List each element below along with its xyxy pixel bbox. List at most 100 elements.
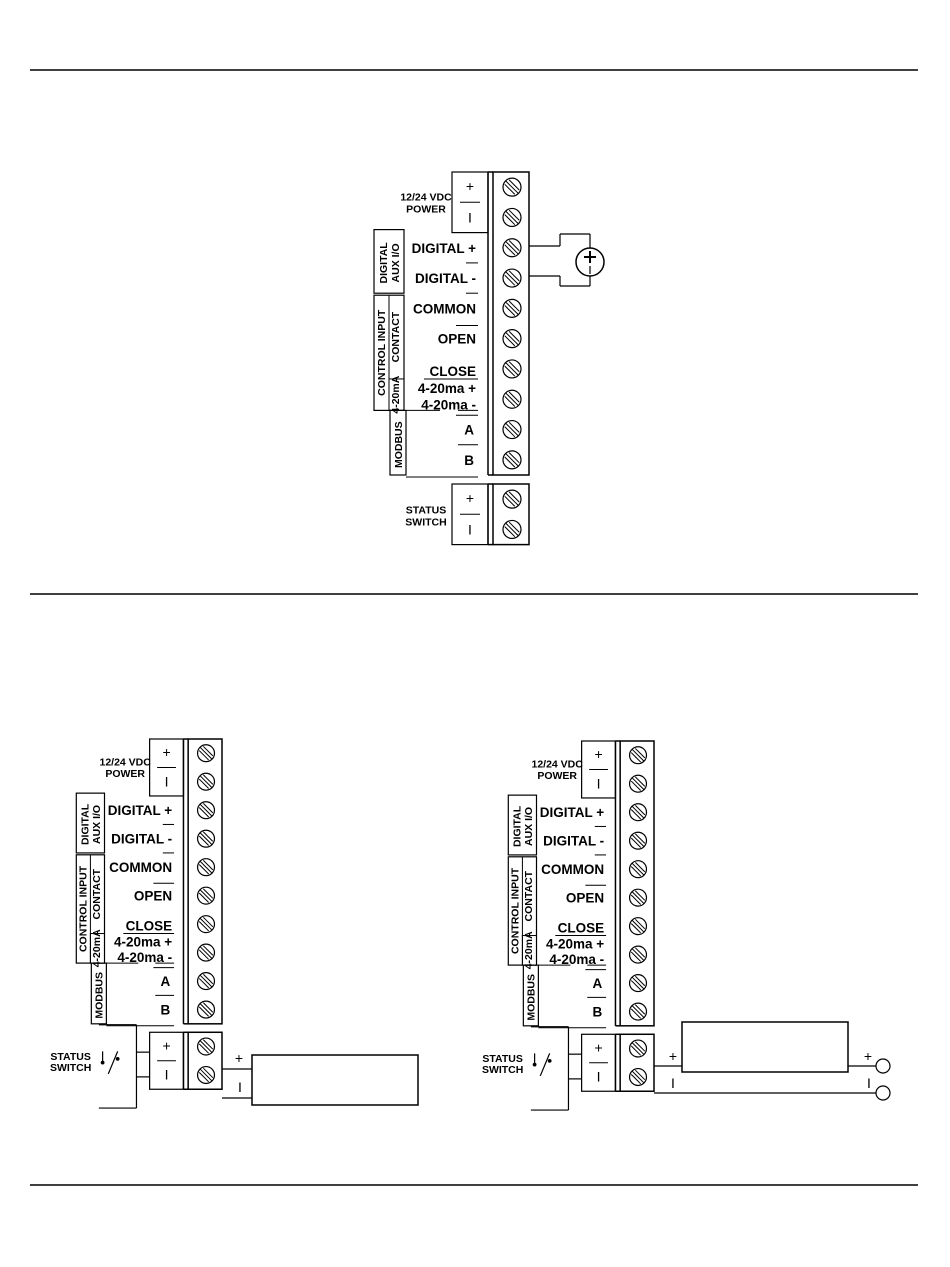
ma-minus-label: 4-20ma - xyxy=(117,950,172,965)
screw-slot xyxy=(631,862,645,876)
screw-slot xyxy=(630,1045,642,1056)
screw-slot xyxy=(635,1069,646,1081)
screw-slot xyxy=(508,361,520,373)
source-minus-terminal xyxy=(875,1085,891,1101)
screw-slot xyxy=(199,946,213,959)
switch-arm xyxy=(539,1053,551,1077)
modbus-group-label: MODBUS xyxy=(393,421,405,468)
digital-minus-label: DIGITAL - xyxy=(415,271,476,286)
screw-slot xyxy=(631,948,645,961)
screw-slot xyxy=(631,919,645,933)
screw-slot xyxy=(198,978,210,989)
status-label-line2: SWITCH xyxy=(482,1064,523,1076)
screw-slot xyxy=(199,974,213,988)
screw-slot xyxy=(198,892,210,903)
ma-minus-label: 4-20ma - xyxy=(549,952,604,967)
load-box xyxy=(251,1054,419,1106)
screw-slot xyxy=(198,1071,210,1083)
screw-slot xyxy=(631,834,645,847)
screw-slot xyxy=(199,1068,213,1082)
common-label: COMMON xyxy=(541,862,604,877)
open-label: OPEN xyxy=(438,332,476,347)
screw-slot xyxy=(508,270,520,282)
power-plus-label: + xyxy=(466,178,474,194)
screw-slot xyxy=(203,1067,214,1079)
screw-slot xyxy=(203,973,214,985)
load-minus-label: I xyxy=(238,1079,242,1095)
switch-pivot xyxy=(532,1062,537,1067)
contact-group-label: CONTACT xyxy=(91,868,103,919)
status-label-line2: SWITCH xyxy=(405,516,446,528)
screw-slot xyxy=(504,335,516,347)
screw-slot xyxy=(198,1043,210,1054)
status-switch-load-wiring: + I xyxy=(222,1050,419,1106)
power-minus-label: I xyxy=(165,773,169,789)
status-label-box xyxy=(149,1031,185,1090)
status-label-line1: STATUS xyxy=(406,504,446,516)
screw-slot xyxy=(199,832,213,845)
screw-slot xyxy=(508,421,520,433)
screw-slot xyxy=(630,1073,642,1085)
close-label: CLOSE xyxy=(126,919,173,934)
screw-slot xyxy=(631,777,645,790)
screw-slot xyxy=(630,752,642,763)
screw-slot xyxy=(631,1005,645,1018)
modbus-b-label: B xyxy=(464,453,474,468)
screw-slot xyxy=(203,860,214,871)
screw-slot xyxy=(203,1002,214,1013)
digital-minus-label: DIGITAL - xyxy=(111,831,172,846)
digital-group-label1: DIGITAL xyxy=(378,242,390,284)
status-label-box xyxy=(451,483,489,546)
digital-plus-label: DIGITAL + xyxy=(540,805,604,820)
digital-group-box xyxy=(507,794,538,856)
control-group-label: CONTROL INPUT xyxy=(510,867,522,954)
series-plus-label-right: + xyxy=(864,1048,872,1064)
power-label-box xyxy=(149,738,185,797)
screw-slot xyxy=(504,365,516,377)
screw-slot xyxy=(508,179,520,191)
screw-slot xyxy=(635,947,646,958)
contact-group-label: CONTACT xyxy=(523,870,535,921)
screw-slot xyxy=(199,860,213,874)
screw-slot xyxy=(504,526,516,538)
status-label-line2: SWITCH xyxy=(50,1062,91,1074)
screw-slot xyxy=(635,918,646,930)
screw-slot xyxy=(199,1003,213,1016)
power-label-line1: 12/24 VDC xyxy=(99,757,151,769)
screw-slot xyxy=(504,495,516,507)
series-minus-label-left: I xyxy=(671,1075,675,1091)
screw-slot xyxy=(630,780,642,791)
screw-slot xyxy=(505,241,519,255)
digital-group-box xyxy=(373,229,405,294)
screw-slot xyxy=(504,183,516,195)
digital-group-label2: AUX I/O xyxy=(390,243,402,282)
status-plus-label: + xyxy=(594,1039,602,1055)
load-plus-label: + xyxy=(235,1050,243,1066)
status-label-line1: STATUS xyxy=(50,1051,90,1063)
screw-slot xyxy=(635,805,646,816)
screw-slot xyxy=(504,244,516,256)
screw-slot xyxy=(631,1042,645,1055)
modbus-b-label: B xyxy=(161,1002,171,1017)
screw-slot xyxy=(635,833,646,844)
digital-group-label2: AUX I/O xyxy=(523,807,535,846)
series-minus-label-right: I xyxy=(867,1075,871,1091)
power-minus-label: I xyxy=(597,775,601,791)
modbus-group-box xyxy=(522,964,539,1027)
screw-slot xyxy=(198,1006,210,1017)
switch-contact-point xyxy=(547,1059,552,1063)
screw-slot xyxy=(198,778,210,789)
screw-slot xyxy=(635,1041,646,1052)
screw-slot xyxy=(635,862,646,873)
screw-slot xyxy=(199,803,213,817)
ma-plus-label: 4-20ma + xyxy=(546,937,604,952)
screw-slot xyxy=(631,805,645,819)
screw-slot xyxy=(203,774,214,785)
status-minus-label: I xyxy=(597,1069,601,1085)
screw-slot xyxy=(630,980,642,991)
series-plus-label-left: + xyxy=(669,1048,677,1064)
screw-slot xyxy=(630,894,642,905)
series-load-box xyxy=(681,1021,849,1073)
screw-slot xyxy=(203,1039,214,1050)
screw-slot xyxy=(631,748,645,762)
